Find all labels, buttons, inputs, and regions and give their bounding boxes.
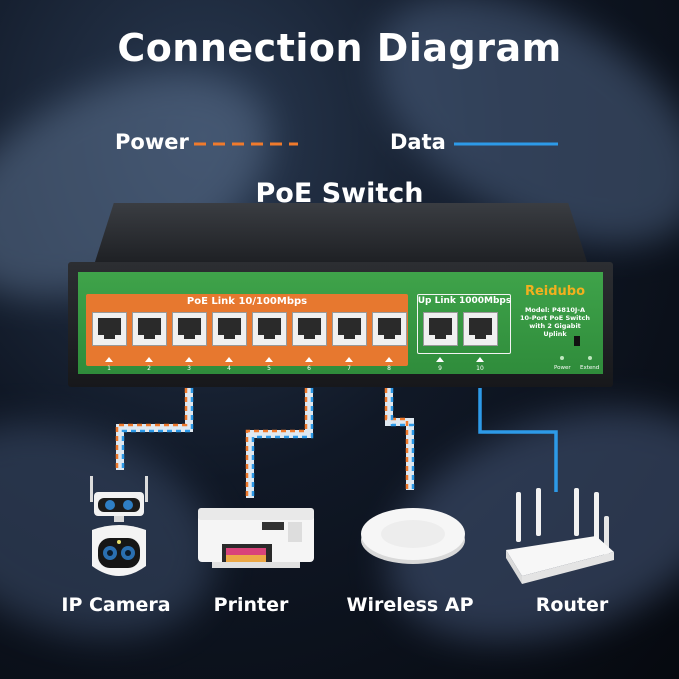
printer-icon bbox=[198, 508, 314, 568]
device-label-router: Router bbox=[535, 594, 609, 616]
poe-group-label: PoE Link 10/100Mbps bbox=[186, 296, 308, 307]
legend-data-label: Data bbox=[390, 130, 446, 154]
port-number: 7 bbox=[347, 365, 351, 372]
ethernet-port bbox=[132, 312, 167, 346]
port-number: 4 bbox=[227, 365, 231, 372]
desc-line2: with 2 Gigabit Uplink bbox=[529, 322, 581, 338]
uplink-group-label: Up Link 1000Mbps bbox=[417, 296, 512, 306]
brand-logo: Reidubo bbox=[524, 284, 586, 299]
legend-power-line bbox=[194, 142, 298, 146]
device-label-ip-camera: IP Camera bbox=[61, 594, 171, 616]
wireless-ap-icon bbox=[361, 508, 465, 564]
led-power-label: Power bbox=[554, 365, 571, 371]
legend-power-label: Power bbox=[115, 130, 189, 154]
led-extend-label: Extend bbox=[580, 365, 600, 371]
model-text: Model: P4810J-A 10-Port PoE Switch with … bbox=[517, 306, 593, 338]
desc-line1: 10-Port PoE Switch bbox=[520, 314, 590, 322]
port-number: 3 bbox=[187, 365, 191, 372]
ethernet-port bbox=[292, 312, 327, 346]
uplink-port bbox=[463, 312, 498, 346]
legend-data-line bbox=[454, 142, 558, 146]
ethernet-port bbox=[92, 312, 127, 346]
port-number: 2 bbox=[147, 365, 151, 372]
ethernet-port bbox=[212, 312, 247, 346]
uplink-port bbox=[423, 312, 458, 346]
ethernet-port bbox=[172, 312, 207, 346]
ip-camera-icon bbox=[90, 476, 148, 576]
port-number: 5 bbox=[267, 365, 271, 372]
port-number: 9 bbox=[438, 365, 442, 372]
ethernet-port bbox=[372, 312, 407, 346]
model-line: Model: P4810J-A bbox=[524, 306, 586, 314]
router-icon bbox=[506, 488, 614, 584]
device-label-printer: Printer bbox=[213, 594, 289, 616]
uplink-port-group bbox=[417, 294, 511, 354]
device-label-wireless-ap: Wireless AP bbox=[346, 594, 474, 616]
port-number: 1 bbox=[107, 365, 111, 372]
port-number: 10 bbox=[476, 365, 484, 372]
page-title: Connection Diagram bbox=[117, 26, 562, 70]
port-number: 6 bbox=[307, 365, 311, 372]
ethernet-port bbox=[252, 312, 287, 346]
ethernet-port bbox=[332, 312, 367, 346]
switch-top-cover bbox=[94, 203, 588, 265]
port-number: 8 bbox=[387, 365, 391, 372]
